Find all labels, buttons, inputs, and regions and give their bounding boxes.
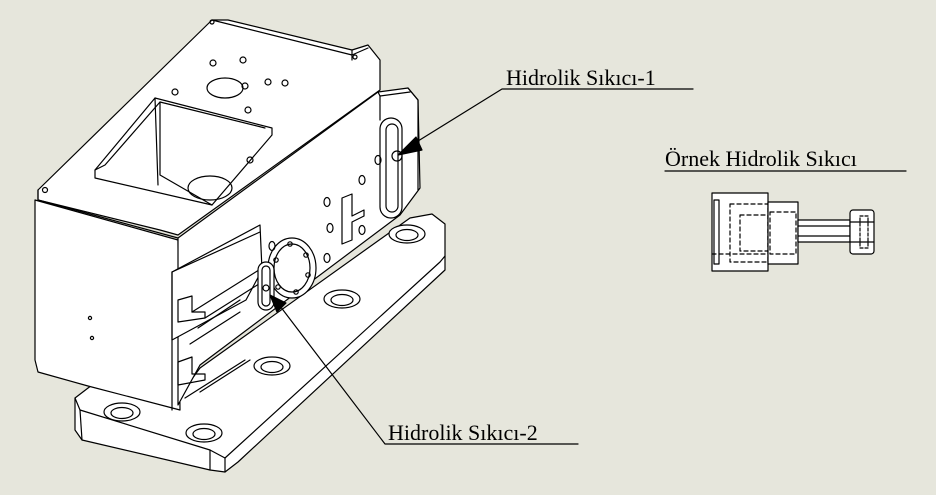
label-clamp-2: Hidrolik Sıkıcı-2: [388, 420, 538, 445]
counterbore-hole: [253, 356, 291, 376]
counterbore-holes: [103, 224, 426, 443]
leader-clamp-2: [279, 305, 579, 445]
label-example-clamp: Örnek Hidrolik Sıkıcı: [665, 146, 857, 171]
leader-clamp-1: [409, 88, 694, 147]
label-clamp-1: Hidrolik Sıkıcı-1: [506, 65, 656, 90]
counterbore-hole: [185, 423, 223, 443]
counterbore-hole: [323, 289, 361, 309]
main-body: [34, 19, 381, 411]
counterbore-hole: [103, 402, 141, 422]
leader-lines: [269, 88, 694, 445]
arrowhead: [397, 136, 423, 156]
clamp-rail: [171, 87, 421, 411]
example-clamp-drawing: [711, 192, 875, 272]
arrowhead: [269, 294, 287, 313]
counterbore-hole: [388, 224, 426, 244]
